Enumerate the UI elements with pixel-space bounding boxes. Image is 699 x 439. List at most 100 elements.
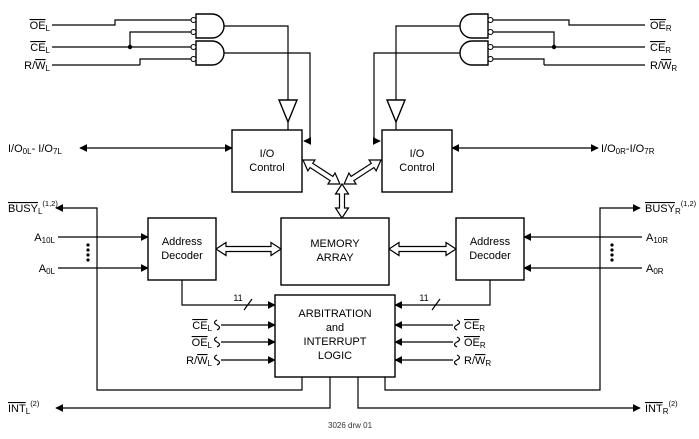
decoder-memory-arrow-left: [214, 241, 283, 257]
int-left-wire: [55, 377, 331, 412]
a10l-label: A10L: [34, 232, 55, 245]
ce-right-arb-label: CER: [464, 320, 485, 333]
memory-array-block: [280, 217, 390, 286]
memory-array-label: MEMORY: [310, 238, 360, 250]
ce-right-branch-wire: [493, 31, 555, 47]
ce-left-branch-wire: [129, 31, 191, 47]
rw-left-arb-label: R/WL: [186, 355, 212, 368]
arbitration-label: ARBITRATION: [298, 308, 371, 320]
io-memory-arrow-right: [343, 159, 382, 185]
signal-labels: OEL CEL R/WL OER CER R/WR I/O0L- I/O7L I…: [8, 20, 697, 430]
bus-width-right-label: 11: [419, 293, 428, 303]
continuation-squiggle-icon: [453, 319, 461, 331]
address-decoder-left-label: Address: [162, 236, 203, 248]
ce-right-label: CER: [650, 42, 671, 55]
gate-left-upper-output-wire: [224, 25, 289, 100]
bus-slash-right: [431, 298, 441, 311]
a10r-label: A10R: [646, 232, 668, 245]
a0r-label: A0R: [646, 263, 664, 276]
gate-left-lower-output-wire: [224, 52, 312, 145]
junction-dot: [127, 44, 133, 50]
address-decoder-left-block: [147, 217, 217, 281]
continuation-squiggle-icon: [213, 354, 221, 366]
io-control-left-label: I/O: [260, 148, 275, 160]
io-control-left-label: Control: [249, 162, 284, 174]
memory-vertical-arrow: [334, 182, 350, 220]
continuation-squiggle-icon: [213, 336, 221, 348]
nand-gate-right-lower: [459, 40, 489, 66]
inverter-bubble: [487, 28, 494, 36]
busy-int-routing: [55, 204, 641, 412]
inverter-bubble: [190, 43, 197, 51]
gate-right-upper-output-wire: [395, 25, 460, 100]
rw-right-label: R/WR: [650, 60, 677, 73]
busy-right-wire: [384, 204, 641, 391]
rw-right-arb-label: R/WR: [464, 355, 491, 368]
junction-dot: [551, 44, 557, 50]
busy-right-label: BUSYR(1,2): [645, 199, 697, 216]
nand-gate-left-lower: [195, 40, 225, 66]
arbitration-label: INTERRUPT: [304, 336, 367, 348]
output-buffer-left: [277, 99, 299, 130]
inverter-bubble: [190, 28, 197, 36]
int-left-label: INTL(2): [8, 399, 40, 416]
bus-slash-left: [243, 298, 253, 311]
blocks: I/O Control I/O Control Address Decoder …: [147, 129, 525, 378]
inverter-bubble: [487, 43, 494, 51]
io-right-label: I/O0R-I/O7R: [601, 143, 655, 156]
top-right-gate-cluster: [372, 13, 645, 145]
ellipsis-dots-right: [610, 243, 614, 262]
decoder-memory-arrow-right: [387, 241, 458, 257]
bus-width-left-label: 11: [233, 293, 242, 303]
rw-left-label: R/WL: [24, 60, 50, 73]
io-control-right-label: Control: [399, 162, 434, 174]
io-control-right-label: I/O: [410, 148, 425, 160]
memory-array-label: ARRAY: [316, 252, 354, 264]
rw-right-branch-wire: [493, 58, 545, 65]
address-decoder-right-label: Decoder: [469, 250, 511, 262]
top-left-gate-cluster: [52, 13, 312, 145]
int-right-wire: [357, 377, 641, 412]
inverter-bubble: [487, 16, 494, 24]
continuation-squiggle-icon: [453, 336, 461, 348]
bus11-left-wire: [181, 280, 276, 309]
nand-gate-right-upper: [459, 13, 489, 39]
drawing-number: 3026 drw 01: [328, 421, 373, 430]
busy-left-wire: [55, 204, 303, 391]
io-left-label: I/O0L- I/O7L: [8, 143, 62, 156]
a0l-label: A0L: [39, 263, 56, 276]
oe-right-label: OER: [650, 20, 672, 33]
continuation-squiggle-icon: [213, 319, 221, 331]
rw-left-branch-wire: [139, 58, 191, 65]
gate-right-lower-output-wire: [372, 52, 460, 145]
oe-left-arb-label: OEL: [192, 337, 213, 350]
address-decoder-right-label: Address: [470, 236, 511, 248]
io-memory-arrow-left: [302, 159, 341, 185]
output-buffer-right: [385, 99, 407, 130]
inverter-bubble: [487, 55, 494, 63]
inverter-bubble: [190, 55, 197, 63]
ce-left-label: CEL: [30, 42, 50, 55]
ellipsis-dots-left: [86, 243, 90, 262]
continuation-squiggle-icon: [453, 354, 461, 366]
ce-left-arb-label: CEL: [192, 320, 212, 333]
io-control-right-block: [381, 129, 453, 193]
inverter-bubble: [190, 16, 197, 24]
buffer-triangle-icon: [277, 99, 299, 124]
arbitration-block: [274, 294, 396, 378]
arbitration-input-lines: [213, 319, 461, 366]
oe-right-wire: [493, 19, 645, 26]
arbitration-label: LOGIC: [318, 350, 352, 362]
nand-gate-left-upper: [195, 13, 225, 39]
oe-left-wire: [52, 19, 191, 26]
address-decoder-left-label: Decoder: [161, 250, 203, 262]
address-lines: [58, 233, 642, 272]
oe-left-label: OEL: [30, 20, 51, 33]
address-decoder-right-block: [455, 217, 525, 281]
io-control-left-block: [231, 129, 303, 193]
int-right-label: INTR(2): [645, 399, 678, 416]
buffer-triangle-icon: [385, 99, 407, 124]
arbitration-label: and: [326, 322, 344, 334]
